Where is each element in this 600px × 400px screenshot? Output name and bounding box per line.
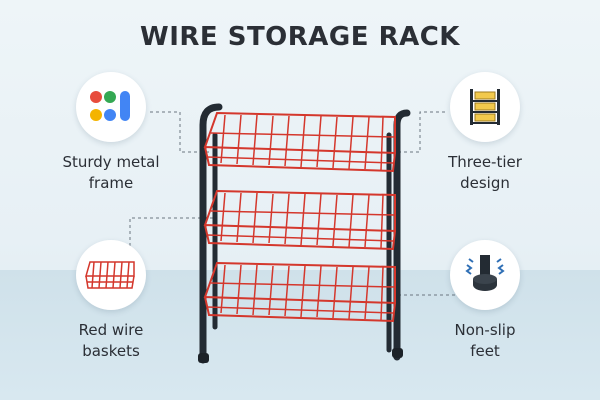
feature-design: Three-tier design bbox=[420, 72, 550, 194]
caption-frame-line1: Sturdy metal bbox=[62, 153, 160, 171]
wire-rack-illustration bbox=[198, 103, 411, 364]
basket-bottom bbox=[203, 261, 396, 323]
rubber-foot-icon bbox=[465, 255, 505, 291]
caption-design-line1: Three-tier bbox=[448, 153, 522, 171]
connector-design bbox=[400, 111, 445, 153]
caption-frame-line2: frame bbox=[88, 174, 134, 192]
caption-baskets-line2: baskets bbox=[82, 342, 140, 360]
feature-frame: Sturdy metal frame bbox=[46, 72, 176, 194]
caption-design: Three-tier design bbox=[420, 152, 550, 194]
caption-feet: Non-slip feet bbox=[420, 320, 550, 362]
frame-post-right bbox=[393, 109, 411, 361]
caption-design-line2: design bbox=[460, 174, 510, 192]
badge-design bbox=[450, 72, 520, 142]
feature-feet: Non-slip feet bbox=[420, 240, 550, 362]
caption-feet-line1: Non-slip bbox=[454, 321, 516, 339]
basket-middle bbox=[203, 189, 396, 251]
shelf-icon bbox=[470, 89, 500, 125]
badge-frame bbox=[76, 72, 146, 142]
page-title: WIRE STORAGE RACK bbox=[140, 22, 460, 52]
connector-frame bbox=[150, 111, 210, 153]
basket-top bbox=[203, 111, 396, 173]
wire-basket-icon bbox=[85, 261, 135, 289]
caption-baskets-line1: Red wire bbox=[78, 321, 144, 339]
foot-left bbox=[198, 353, 209, 363]
connector-baskets bbox=[129, 217, 215, 270]
feature-baskets: Red wire baskets bbox=[46, 240, 176, 362]
app-grid-icon bbox=[90, 91, 130, 121]
badge-baskets bbox=[76, 240, 146, 310]
frame-post-left bbox=[199, 103, 223, 364]
caption-feet-line2: feet bbox=[470, 342, 500, 360]
caption-frame: Sturdy metal frame bbox=[46, 152, 176, 194]
badge-feet bbox=[450, 240, 520, 310]
caption-baskets: Red wire baskets bbox=[46, 320, 176, 362]
foot-right bbox=[392, 348, 403, 358]
